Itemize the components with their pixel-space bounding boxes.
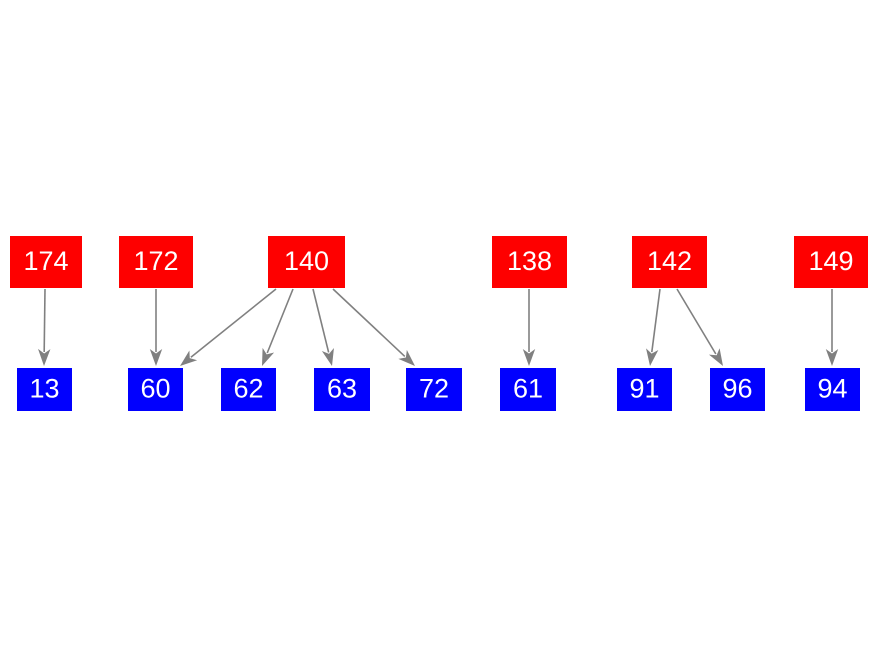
- child-node-box: [221, 368, 276, 411]
- child-node-62[interactable]: 62: [221, 368, 276, 411]
- child-node-box: [128, 368, 183, 411]
- edge-arrowhead: [708, 348, 723, 366]
- parent-node-box: [119, 236, 193, 288]
- child-node-94[interactable]: 94: [805, 368, 860, 411]
- child-nodes-layer: 13 60 62 63 72 61 91 96 94: [17, 368, 860, 411]
- child-node-63[interactable]: 63: [314, 368, 370, 411]
- edge-174-to-13: [38, 288, 51, 366]
- edge-arrowhead: [321, 348, 334, 366]
- child-node-91[interactable]: 91: [617, 368, 672, 411]
- edge-arrowhead: [38, 348, 51, 366]
- parent-node-140[interactable]: 140: [268, 236, 345, 288]
- edge-line: [190, 288, 277, 358]
- edge-line: [266, 288, 294, 354]
- edge-arrowhead: [825, 349, 839, 366]
- edge-arrowhead: [262, 347, 275, 366]
- parent-node-172[interactable]: 172: [119, 236, 193, 288]
- parent-node-box: [794, 236, 868, 288]
- child-node-61[interactable]: 61: [500, 368, 556, 411]
- parent-node-box: [268, 236, 345, 288]
- parent-node-149[interactable]: 149: [794, 236, 868, 288]
- edge-line: [651, 288, 661, 353]
- child-node-60[interactable]: 60: [128, 368, 183, 411]
- child-node-box: [710, 368, 765, 411]
- parent-node-box: [632, 236, 707, 288]
- child-node-72[interactable]: 72: [406, 368, 462, 411]
- edge-142-to-96: [676, 288, 723, 366]
- edge-line: [332, 288, 406, 357]
- parent-node-138[interactable]: 138: [492, 236, 567, 288]
- parent-node-174[interactable]: 174: [10, 236, 82, 288]
- edge-149-to-94: [825, 289, 839, 366]
- edge-140-to-72: [332, 288, 415, 366]
- parent-node-142[interactable]: 142: [632, 236, 707, 288]
- parent-node-box: [10, 236, 82, 288]
- child-node-box: [17, 368, 72, 411]
- edge-172-to-60: [149, 289, 163, 366]
- edge-line: [312, 288, 330, 353]
- edges-layer: [38, 288, 839, 366]
- parent-node-box: [492, 236, 567, 288]
- edge-arrowhead: [149, 349, 163, 366]
- child-node-13[interactable]: 13: [17, 368, 72, 411]
- edge-142-to-91: [646, 288, 661, 366]
- child-node-box: [500, 368, 556, 411]
- edge-arrowhead: [646, 348, 659, 366]
- edge-140-to-63: [312, 288, 334, 366]
- edge-140-to-60: [180, 288, 277, 366]
- edge-arrowhead: [180, 350, 198, 366]
- child-node-box: [805, 368, 860, 411]
- child-node-box: [314, 368, 370, 411]
- edge-arrowhead: [398, 349, 415, 366]
- child-node-96[interactable]: 96: [710, 368, 765, 411]
- edge-line: [43, 288, 46, 353]
- edge-138-to-61: [522, 289, 536, 366]
- edge-line: [676, 288, 717, 355]
- edge-140-to-62: [262, 288, 294, 366]
- child-node-box: [406, 368, 462, 411]
- parent-nodes-layer: 174 172 140 138 142 149: [10, 236, 868, 288]
- edge-arrowhead: [522, 349, 536, 366]
- child-node-box: [617, 368, 672, 411]
